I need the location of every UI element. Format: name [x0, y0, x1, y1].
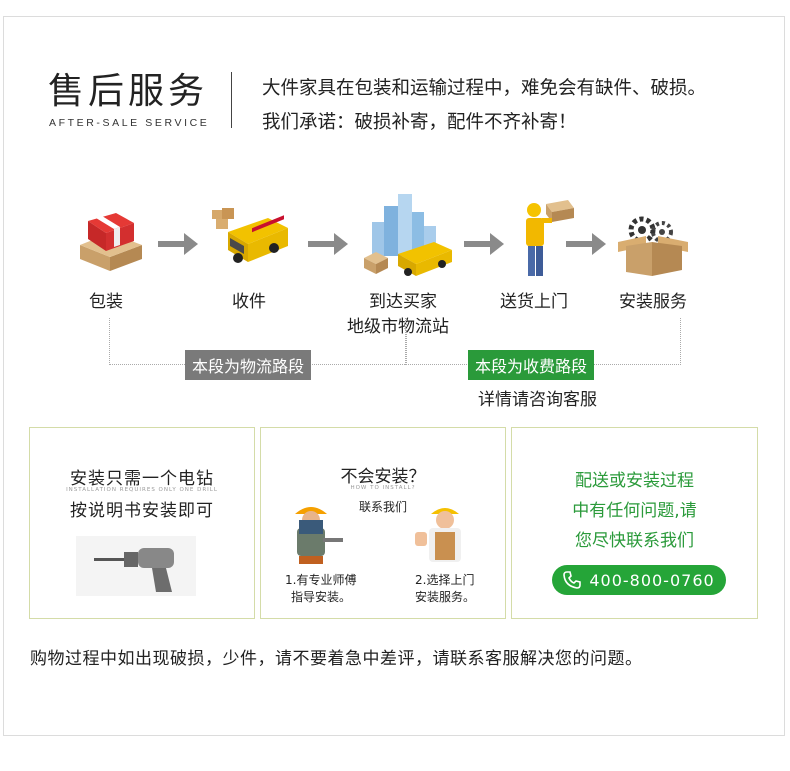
worker-reading-icon: [295, 507, 343, 564]
paid-segment-note: 详情请咨询客服: [478, 390, 597, 410]
option1-line1: 1.有专业师傅: [285, 573, 357, 587]
contact-us-label: 联系我们: [358, 500, 407, 514]
intro-text-line2: 我们承诺：破损补寄，配件不齐补寄！: [262, 112, 577, 133]
header-divider: [231, 72, 232, 128]
page-frame: [3, 16, 785, 736]
arrow-right-icon: [308, 233, 348, 255]
step-label-arrive-line1: 到达买家: [369, 292, 437, 312]
step-label-arrive-line2: 地级市物流站: [347, 317, 449, 337]
arrow-right-icon: [566, 233, 606, 255]
arrow-right-icon: [158, 233, 198, 255]
city-logistics-icon: [364, 194, 452, 276]
intro-text-line1: 大件家具在包装和运输过程中，难免会有缺件、破损。: [262, 78, 707, 99]
step-label-install: 安装服务: [619, 292, 687, 312]
option2-line1: 2.选择上门: [415, 573, 475, 587]
contact-text-line2: 中有任何问题,请: [572, 501, 697, 521]
footer-note: 购物过程中如出现破损，少件，请不要着急中差评，请联系客服解决您的问题。: [30, 649, 643, 669]
drill-card-line2: 按说明书安装即可: [70, 501, 214, 521]
contact-text-line3: 您尽快联系我们: [575, 531, 694, 551]
install-help-card: 不会安装？ HOW TO INSTALL? 联系我们 1.有专业师傅 指导安装。…: [260, 427, 506, 619]
phone-icon: [563, 571, 582, 589]
worker-thumbs-up-icon: [415, 508, 461, 562]
install-help-small: HOW TO INSTALL?: [350, 485, 416, 491]
logistics-segment-badge: 本段为物流路段: [185, 350, 312, 380]
drill-card-line1: 安装只需一个电钻: [70, 469, 214, 489]
paid-segment-badge: 本段为收费路段: [468, 350, 595, 380]
step-label-pickup: 收件: [232, 292, 266, 312]
arrow-right-icon: [464, 233, 504, 255]
delivery-truck-icon: [212, 208, 288, 263]
courier-carrying-box-icon: [526, 200, 574, 276]
option2-line2: 安装服务。: [415, 590, 476, 604]
phone-number: 400-800-0760: [589, 570, 715, 590]
contact-text-line1: 配送或安装过程: [575, 471, 694, 491]
install-help-title: 不会安装？: [340, 467, 426, 487]
drill-card: 安装只需一个电钻 INSTALLATION REQUIRES ONLY ONE …: [29, 427, 255, 619]
gears-box-icon: [618, 216, 688, 276]
contact-card: 配送或安装过程 中有任何问题,请 您尽快联系我们 400-800-0760: [511, 427, 758, 619]
page-subtitle: AFTER-SALE SERVICE: [49, 117, 210, 129]
drill-icon: [76, 536, 196, 596]
drill-card-small: INSTALLATION REQUIRES ONLY ONE DRILL: [66, 487, 218, 493]
step-label-pack: 包装: [89, 292, 123, 312]
option1-line2: 指导安装。: [291, 590, 352, 604]
phone-button[interactable]: 400-800-0760: [552, 565, 726, 595]
package-box-icon: [80, 213, 142, 271]
page-title: 售后服务: [48, 71, 209, 112]
step-label-delivery: 送货上门: [500, 292, 568, 312]
